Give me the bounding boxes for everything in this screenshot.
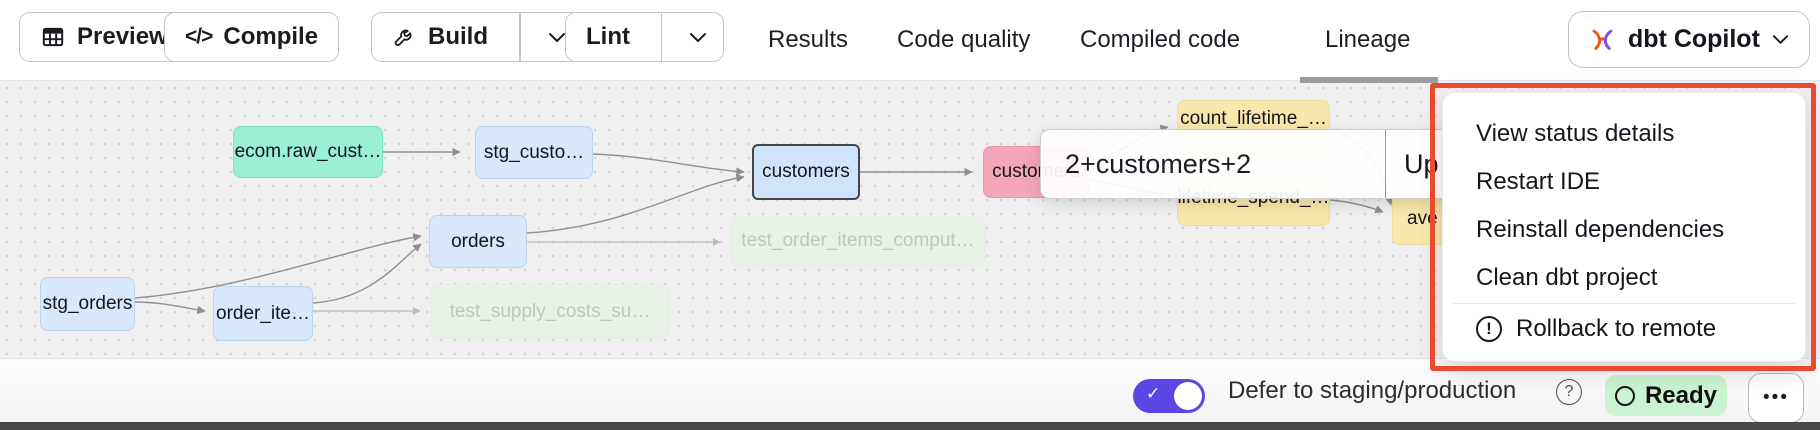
top-toolbar: Preview </> Compile Build Lint <box>0 0 1820 80</box>
compile-button[interactable]: </> Compile <box>164 12 340 62</box>
menu-item-rollback-to-remote[interactable]: ! Rollback to remote <box>1443 305 1805 353</box>
menu-divider <box>1453 303 1795 304</box>
ide-status-context-menu: View status details Restart IDE Reinstal… <box>1442 92 1806 362</box>
bottom-edge-strip <box>0 422 1820 430</box>
lineage-selector-input[interactable]: 2+customers+2 <box>1065 148 1252 179</box>
preview-button-label: Preview <box>77 23 168 50</box>
node-order-items[interactable]: order_ite… <box>213 286 313 341</box>
wrench-icon <box>392 25 417 50</box>
lineage-selector-popover: 2+customers+2 Up <box>1040 129 1455 199</box>
rollback-label: Rollback to remote <box>1516 315 1717 342</box>
build-button[interactable]: Build <box>372 13 508 61</box>
ready-label: Ready <box>1644 381 1718 409</box>
node-ecom-raw-customers[interactable]: ecom.raw_cust… <box>233 126 383 178</box>
dbt-copilot-label: dbt Copilot <box>1628 25 1760 53</box>
dbt-copilot-button[interactable]: dbt Copilot <box>1568 11 1810 68</box>
lint-split-button: Lint <box>565 12 725 62</box>
chevron-down-icon <box>690 32 707 42</box>
defer-toggle[interactable]: ✓ <box>1133 379 1205 413</box>
table-icon <box>40 24 66 50</box>
node-stg-orders[interactable]: stg_orders <box>40 277 135 331</box>
more-options-button[interactable]: ••• <box>1748 373 1804 423</box>
node-test-order-items[interactable]: test_order_items_comput… <box>731 216 985 266</box>
code-icon: </> <box>185 25 213 48</box>
tab-compiled-code[interactable]: Compiled code <box>1080 26 1241 53</box>
preview-button[interactable]: Preview <box>19 12 189 62</box>
defer-label: Defer to staging/production <box>1228 377 1517 404</box>
chevron-down-icon <box>1772 35 1788 44</box>
warning-circle-icon: ! <box>1476 316 1502 342</box>
lint-button[interactable]: Lint <box>566 13 650 61</box>
chevron-down-icon <box>548 32 565 42</box>
node-test-supply-costs[interactable]: test_supply_costs_su… <box>431 284 669 339</box>
button-divider <box>660 13 663 61</box>
toggle-knob <box>1174 382 1202 410</box>
tab-results[interactable]: Results <box>768 26 849 53</box>
node-customers-selected[interactable]: customers <box>752 144 860 200</box>
check-icon: ✓ <box>1146 384 1161 403</box>
menu-item-restart-ide[interactable]: Restart IDE <box>1476 168 1601 195</box>
button-divider <box>519 13 521 61</box>
menu-item-reinstall-dependencies[interactable]: Reinstall dependencies <box>1476 216 1725 243</box>
build-button-label: Build <box>428 23 488 50</box>
status-bar: ✓ Defer to staging/production ? Ready ••… <box>0 358 1820 430</box>
menu-item-view-status-details[interactable]: View status details <box>1476 120 1675 147</box>
tab-code-quality[interactable]: Code quality <box>897 26 1031 53</box>
ready-status-badge: Ready <box>1605 375 1727 416</box>
build-split-button: Build <box>371 12 583 62</box>
compile-button-label: Compile <box>223 23 319 50</box>
node-orders[interactable]: orders <box>429 215 527 268</box>
build-dropdown-caret[interactable] <box>532 13 582 61</box>
lint-dropdown-caret[interactable] <box>673 13 723 61</box>
node-stg-customers[interactable]: stg_custo… <box>475 126 593 179</box>
menu-item-clean-dbt-project[interactable]: Clean dbt project <box>1476 264 1658 291</box>
help-icon[interactable]: ? <box>1556 379 1582 405</box>
status-ring-icon <box>1614 385 1635 406</box>
active-tab-underline <box>1300 77 1438 83</box>
tab-lineage[interactable]: Lineage <box>1325 26 1411 53</box>
lint-button-label: Lint <box>586 23 630 50</box>
dbt-copilot-logo-icon <box>1589 26 1616 53</box>
selector-divider <box>1384 130 1386 198</box>
